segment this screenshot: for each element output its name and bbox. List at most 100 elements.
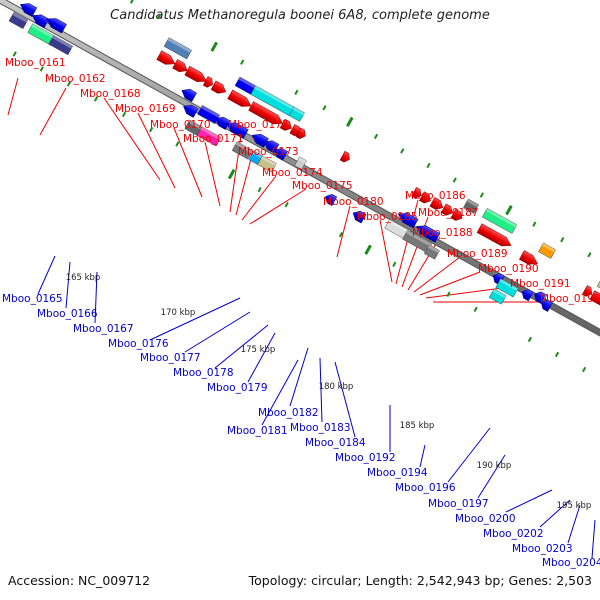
leader-line (37, 255, 56, 295)
gene-label-mboo-0187: Mboo_0187 (418, 207, 479, 219)
reverse-gene-arrow (541, 299, 553, 312)
gene-label-mboo-0183: Mboo_0183 (290, 422, 351, 434)
forward-gene-arrow (419, 191, 431, 204)
gene-highlight (200, 105, 220, 118)
gene-shape (521, 289, 534, 302)
gene-label-mboo-0167: Mboo_0167 (73, 323, 134, 335)
leader-line (413, 256, 461, 293)
gene-label-mboo-0203: Mboo_0203 (512, 543, 573, 555)
gene-label-mboo-0191: Mboo_0191 (510, 278, 571, 290)
gene-highlight (254, 85, 295, 110)
leader-line (247, 332, 276, 383)
gene-shape (411, 186, 422, 199)
leader-line (137, 112, 176, 189)
gene-box (495, 278, 519, 298)
gene-label-mboo-0180: Mboo_0180 (323, 196, 384, 208)
gene-shape (8, 11, 29, 30)
leader-line (94, 271, 98, 324)
scale-tick (446, 291, 451, 298)
leader-line (425, 286, 511, 299)
forward-gene-arrow (476, 223, 512, 247)
scale-label: 175 kbp (241, 345, 276, 355)
leader-line (229, 127, 243, 213)
gene-label-mboo-0166: Mboo_0166 (37, 308, 98, 320)
scale-tick (400, 148, 405, 154)
gene-shape (582, 285, 593, 297)
forward-gene-arrow (248, 101, 283, 125)
leader-line (477, 454, 506, 499)
gene-box (424, 244, 440, 260)
gene-highlight (485, 208, 517, 228)
map-title: Candidatus Methanoregula boonei 6A8, com… (110, 8, 490, 23)
gene-shape (226, 122, 249, 139)
scale-tick (392, 261, 397, 267)
forward-gene-arrow (589, 290, 600, 307)
gene-highlight (541, 242, 556, 253)
gene-box (248, 150, 263, 165)
gene-box (231, 141, 254, 160)
leader-line (39, 87, 67, 136)
scale-tick (527, 336, 532, 343)
leader-line (379, 219, 393, 283)
reverse-gene-arrow (226, 122, 249, 139)
gene-shape (295, 127, 306, 139)
forward-gene-arrow (582, 285, 593, 297)
gene-shape (231, 141, 254, 160)
scale-label: 180 kbp (319, 382, 354, 392)
leader-line (336, 205, 351, 258)
forward-gene-arrow (156, 50, 176, 65)
forward-gene-arrow (210, 80, 227, 94)
leader-line (447, 427, 491, 483)
gene-label-mboo-0162: Mboo_0162 (45, 73, 106, 85)
scale-tick (479, 192, 484, 198)
scale-tick (284, 201, 289, 208)
gene-box (8, 11, 29, 30)
scale-major-tick (210, 41, 218, 52)
leader-line (149, 297, 241, 341)
leader-line (539, 499, 571, 528)
gene-label-mboo-0193: Mboo_0193 (540, 293, 600, 305)
scale-tick (66, 81, 72, 87)
forward-gene-arrow (172, 59, 188, 73)
leader-line (319, 357, 323, 423)
gene-highlight (167, 37, 192, 53)
scale-tick (338, 232, 344, 238)
gene-highlight (12, 12, 28, 23)
gene-shape (352, 210, 367, 224)
gene-highlight (31, 23, 56, 39)
gene-shape (215, 116, 231, 130)
scale-tick (149, 126, 154, 133)
gene-box (48, 35, 74, 56)
scale-tick (39, 66, 44, 72)
gene-highlight (260, 155, 277, 167)
gene-highlight (200, 126, 222, 141)
gene-box (488, 288, 507, 305)
gene-label-mboo-0177: Mboo_0177 (140, 352, 201, 364)
gene-shape (482, 207, 518, 234)
reverse-gene-arrow (46, 18, 67, 34)
reverse-gene-arrow (521, 289, 534, 302)
gene-label-mboo-0181: Mboo_0181 (227, 425, 288, 437)
leader-line (567, 504, 581, 544)
gene-box (163, 37, 192, 60)
leader-line (249, 188, 307, 225)
forward-gene-arrow (429, 197, 444, 210)
gene-highlight (427, 244, 440, 254)
gene-box (482, 207, 518, 234)
gene-shape (589, 290, 600, 307)
scale-label: 190 kbp (477, 461, 512, 471)
gene-box (538, 242, 556, 259)
gene-shape (397, 213, 419, 229)
gene-highlight (492, 288, 507, 299)
scale-tick (587, 252, 592, 258)
gene-shape (184, 65, 207, 83)
scale-label: 165 kbp (66, 273, 101, 283)
leader-line (289, 347, 309, 407)
scale-tick (240, 59, 245, 65)
gene-shape (534, 291, 547, 304)
leader-line (334, 361, 356, 438)
gene-shape (488, 288, 507, 305)
reverse-gene-arrow (274, 147, 288, 161)
gene-label-mboo-0202: Mboo_0202 (483, 528, 544, 540)
forward-gene-arrow (339, 150, 350, 163)
